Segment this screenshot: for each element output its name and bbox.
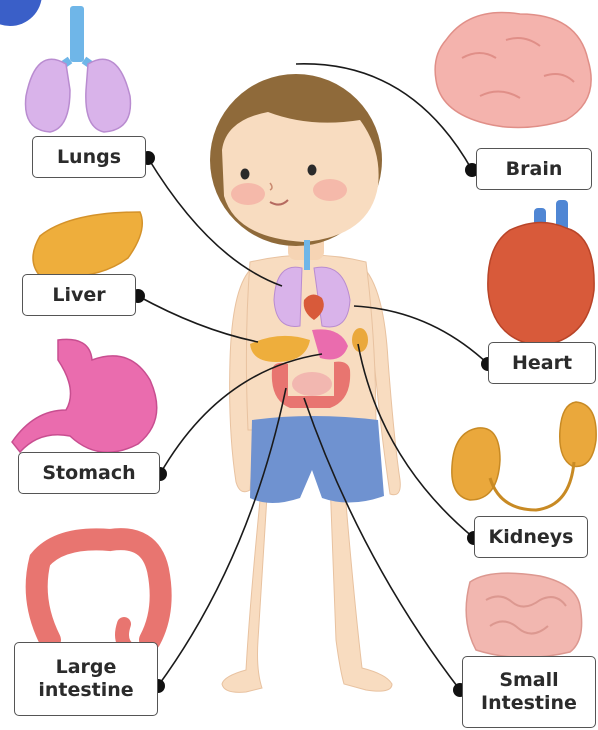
stomach-illustration [12,339,157,452]
small-intestine-label-line1: Small [499,669,558,692]
brain-label: Brain [476,148,592,190]
small-intestine-label: Small Intestine [462,656,596,728]
right-eye [308,165,317,176]
left-cheek [231,183,265,205]
heart-label: Heart [488,342,596,384]
shorts [250,416,384,503]
right-leg [330,480,392,691]
heart-illustration [488,200,594,346]
right-cheek [313,179,347,201]
stomach-label: Stomach [18,452,160,494]
body-kidney [352,328,368,352]
left-eye [241,169,250,180]
lungs-label-text: Lungs [57,146,121,169]
liver-illustration [33,212,142,277]
trachea [304,240,310,270]
liver-label: Liver [22,274,136,316]
stomach-label-text: Stomach [42,462,135,485]
kidneys-label-text: Kidneys [489,526,574,549]
small-intestine-label-line2: Intestine [481,692,577,715]
brain-illustration [435,12,591,127]
kidneys-illustration [452,402,596,510]
large-intestine-label-line1: Large [56,656,117,679]
left-leg [222,480,268,692]
heart-label-text: Heart [512,352,572,375]
lungs-label: Lungs [32,136,146,178]
large-intestine-label-line2: intestine [38,679,133,702]
small-intestine-illustration [466,573,581,657]
brain-label-text: Brain [506,158,563,181]
large-intestine-illustration [37,539,161,654]
liver-label-text: Liver [52,284,105,307]
lungs-illustration [26,6,131,132]
kidneys-label: Kidneys [474,516,588,558]
body-small-intestine [292,372,332,396]
large-intestine-label: Large intestine [14,642,158,716]
